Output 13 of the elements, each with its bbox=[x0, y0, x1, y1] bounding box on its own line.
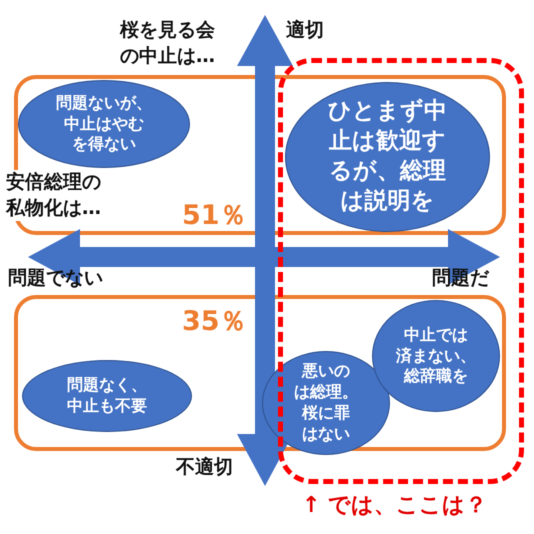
opinion-text: 中止では済まない、総辞職を bbox=[396, 324, 476, 388]
percentage-label: 35％ bbox=[182, 305, 247, 339]
question-caption: ↑ では、ここは？ bbox=[302, 492, 488, 520]
axis-question: 桜を見る会の中止は… bbox=[120, 18, 215, 69]
opinion-text: ひとまず中止は歓迎するが、総理は説明を bbox=[328, 97, 447, 216]
axis-end-label: 適切 bbox=[286, 18, 324, 43]
opinion-text: 問題なく、中止も不要 bbox=[67, 375, 147, 417]
percentage-label: 51％ bbox=[182, 199, 247, 233]
axis-end-label: 不適切 bbox=[176, 455, 233, 480]
opinion-text: 悪いのは総理。桜に罪はない bbox=[294, 361, 358, 445]
axis-question: 安倍総理の私物化は… bbox=[6, 170, 101, 222]
opinion-text: 問題ないが、中止はやむを得ない bbox=[56, 92, 152, 156]
opinion-ellipse bbox=[285, 82, 490, 232]
